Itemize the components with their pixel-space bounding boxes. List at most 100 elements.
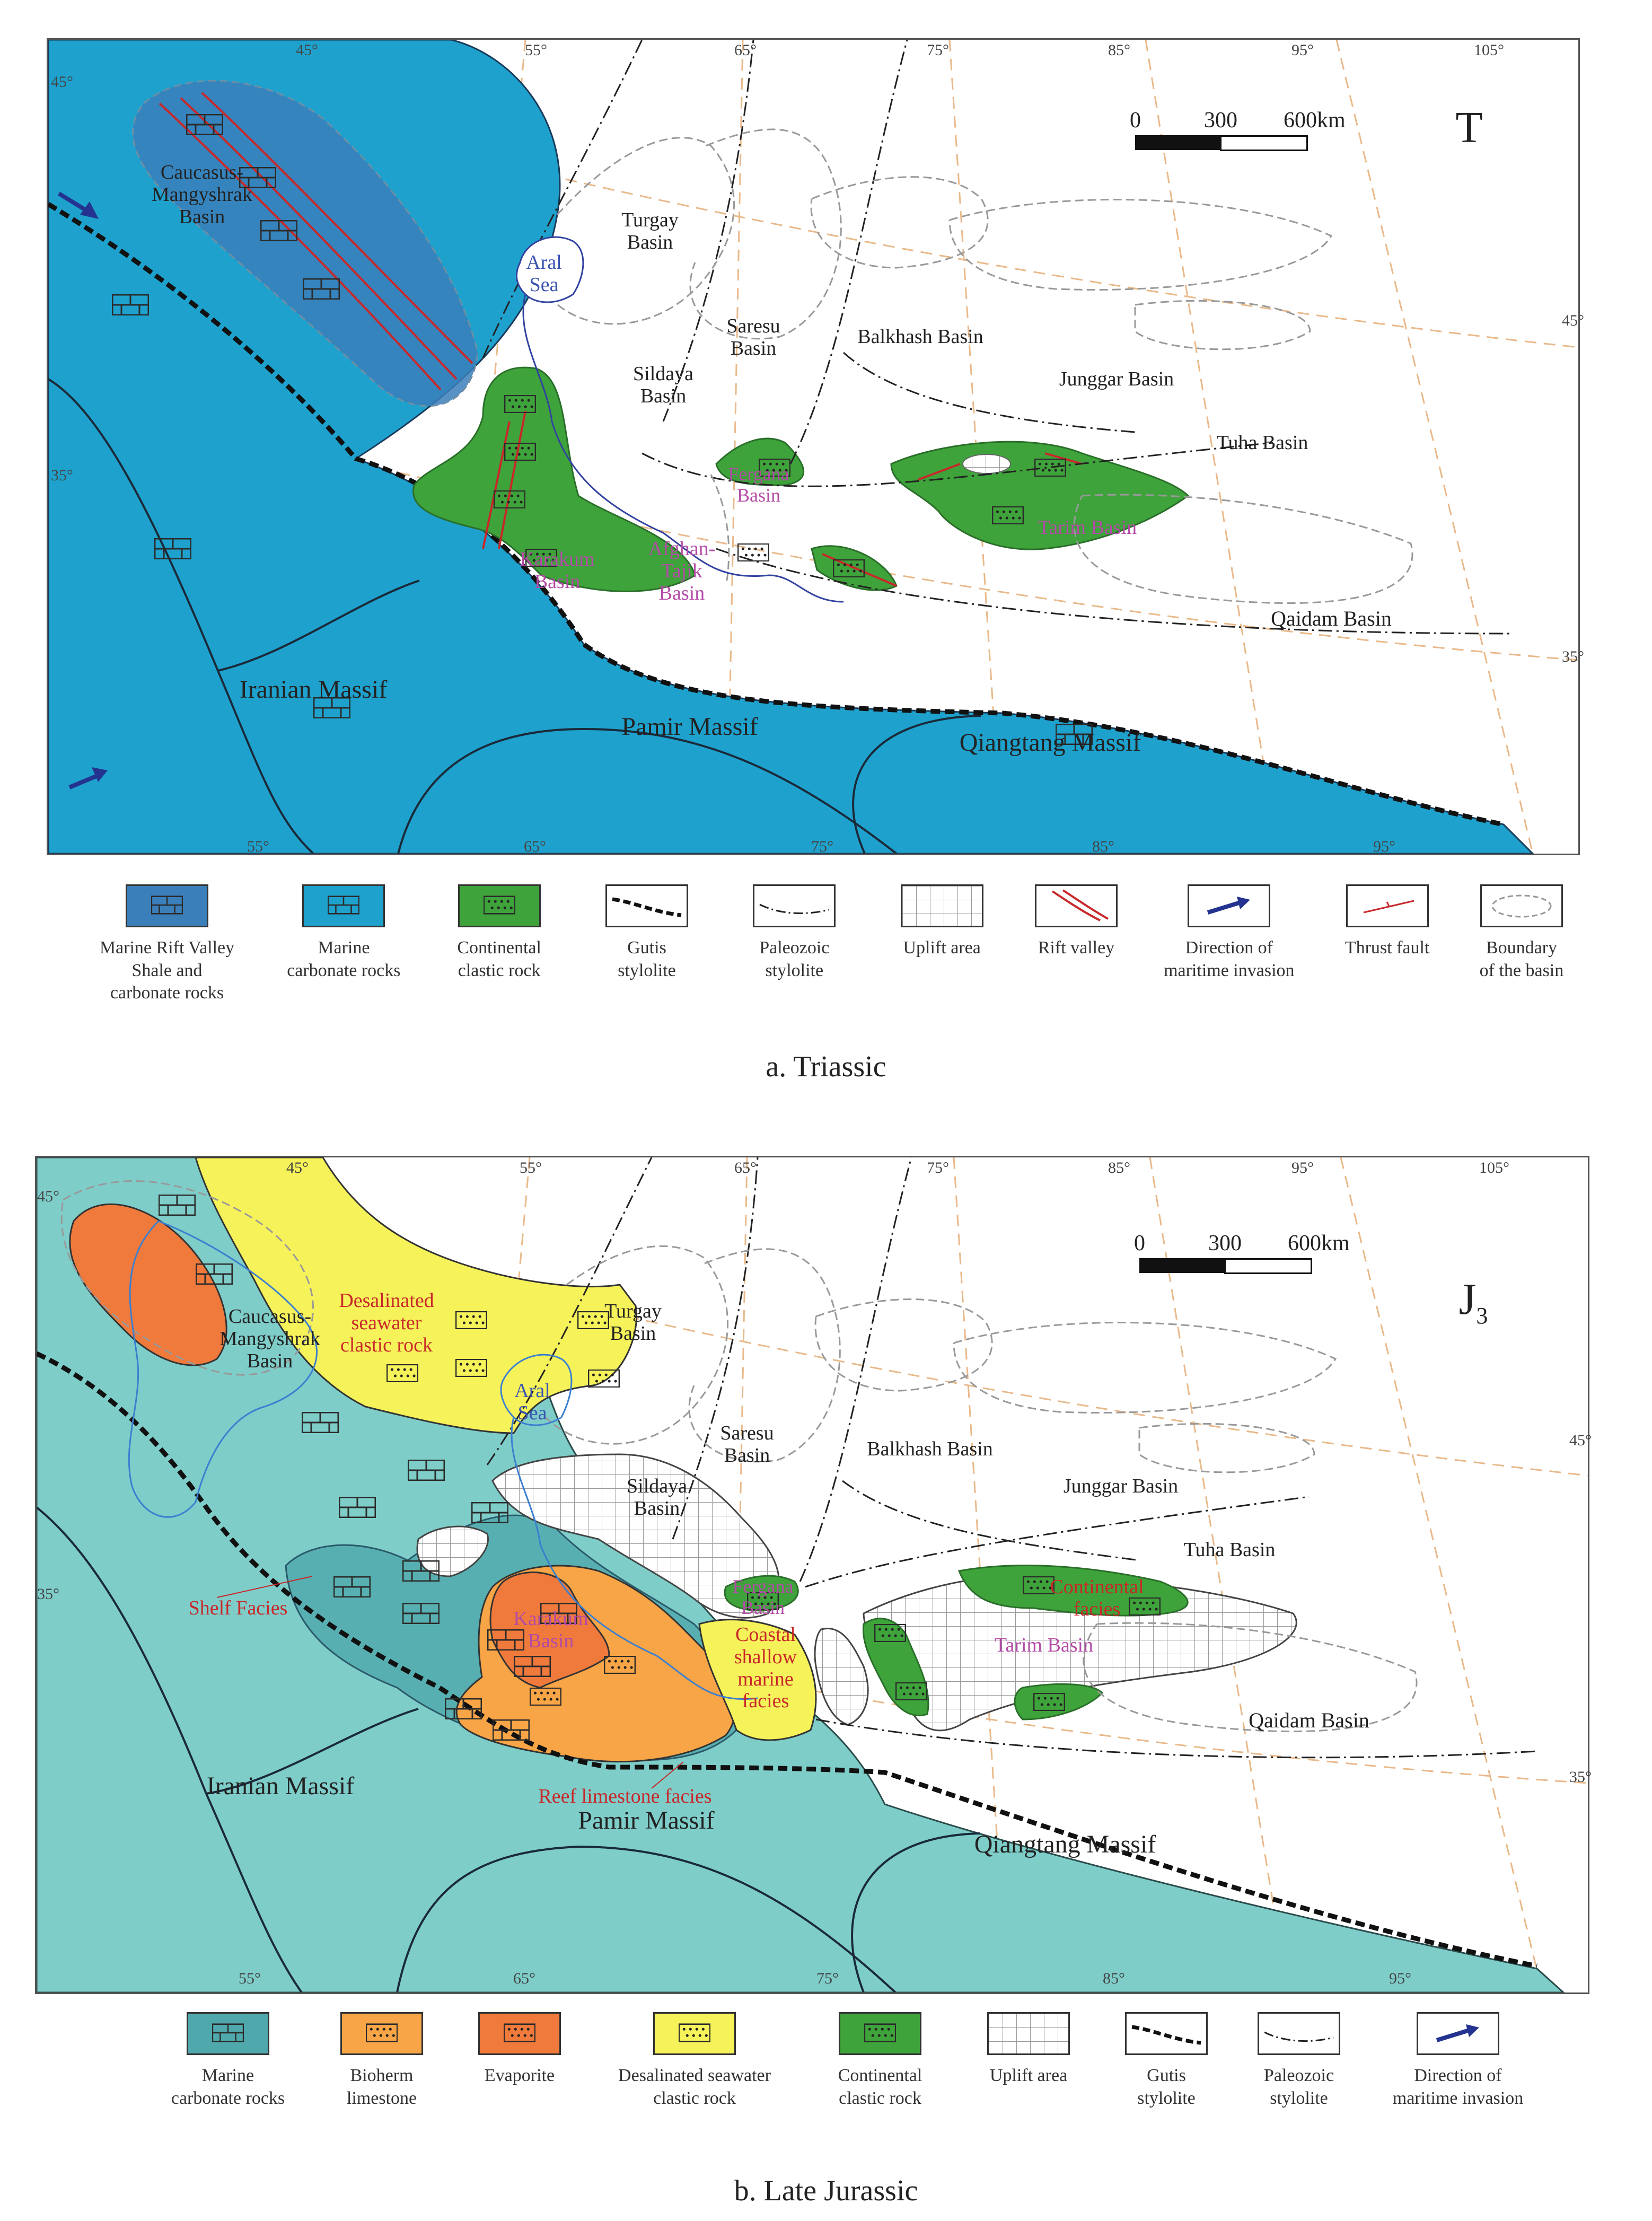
amu-darya	[511, 1417, 758, 1700]
legend-text-paleozoic: Paleozoic stylolite	[759, 938, 830, 980]
lon-bottom-85: 85°	[1092, 838, 1114, 855]
legend-item-invasion: Direction of maritime invasion	[1378, 2012, 1537, 2110]
continental-tarim-south	[1014, 1683, 1104, 1720]
legend-swatch-uplift	[900, 884, 983, 927]
label-karakum: Karakum Basin	[520, 548, 595, 593]
label-qaidam: Qaidam Basin	[1271, 607, 1392, 630]
amu-darya	[522, 294, 844, 603]
continental-tarim-north	[957, 1565, 1189, 1617]
lon-bottom-85: 85°	[1103, 1970, 1125, 1987]
rift-faults	[159, 92, 473, 391]
karakum-continental	[412, 366, 696, 592]
scale-bar	[1135, 135, 1308, 151]
lon-top-55: 55°	[520, 1159, 542, 1177]
triassic-map-graphic	[48, 40, 1578, 854]
label-sildaya: Sildaya Basin	[633, 363, 693, 407]
panel-b-late-jurassic: Caucasus- Mangyshrak Basin Desalinated s…	[0, 1108, 1652, 2221]
lon-top-65: 65°	[734, 1159, 757, 1177]
legend-item-desalinated: Desalinated seawater clastic rock	[599, 2012, 790, 2110]
legend-text-uplift: Uplift area	[903, 938, 981, 958]
legend-item-uplift: Uplift area	[970, 2012, 1087, 2110]
label-aral: Aral Sea	[514, 1380, 550, 1424]
legend-item-continental: Continental clastic rock	[816, 2012, 944, 2110]
legend-swatch-basin-boundary	[1480, 884, 1563, 927]
basin-boundaries	[60, 1180, 1418, 1732]
legend-text-continental: Continental clastic rock	[838, 2066, 922, 2108]
map-symbol-t: T	[1455, 103, 1483, 152]
label-afghan: Afghan- Tajik Basin	[648, 538, 716, 604]
rift-zone	[132, 80, 479, 407]
legend-swatch-continental	[458, 884, 541, 927]
lon-top-105: 105°	[1479, 1159, 1509, 1177]
label-balkhash: Balkhash Basin	[867, 1438, 993, 1460]
label-iranian: Iranian Massif	[206, 1772, 355, 1800]
jurassic-legend: Marine carbonate rocks Bioherm limestone…	[159, 2012, 1537, 2110]
label-pamir: Pamir Massif	[578, 1806, 715, 1834]
lon-bottom-65: 65°	[513, 1970, 535, 1987]
legend-text-thrust: Thrust fault	[1345, 938, 1430, 958]
lat-left-45: 45°	[51, 73, 73, 91]
label-desalinated: Desalinated seawater clastic rock	[339, 1289, 434, 1356]
label-aral: Aral Sea	[526, 251, 562, 296]
legend-text-rift: Marine Rift Valley Shale and carbonate r…	[99, 938, 235, 1003]
lon-bottom-55: 55°	[247, 838, 269, 855]
legend-swatch-gutis	[1125, 2012, 1208, 2055]
label-qiangtang: Qiangtang Massif	[959, 728, 1141, 757]
legend-item-paleozoic: Paleozoic stylolite	[728, 884, 860, 1005]
massif-boundaries	[48, 378, 982, 854]
lon-bottom-95: 95°	[1373, 838, 1395, 855]
lon-top-85: 85°	[1108, 41, 1130, 59]
legend-item-uplift: Uplift area	[884, 884, 1000, 1005]
label-tarim: Tarim Basin	[994, 1634, 1094, 1656]
legend-swatch-continental	[839, 2012, 921, 2055]
scale-label-600: 600km	[1284, 108, 1346, 133]
label-balkhash: Balkhash Basin	[857, 326, 983, 348]
lat-left-35: 35°	[51, 467, 73, 484]
label-tarim: Tarim Basin	[1038, 516, 1137, 539]
reef-pointer	[651, 1761, 684, 1789]
lon-bottom-95: 95°	[1389, 1970, 1411, 1987]
legend-swatch-evaporite	[478, 2012, 561, 2055]
lon-top-105: 105°	[1474, 41, 1504, 59]
label-turgay: Turgay Basin	[604, 1300, 662, 1345]
label-saresu: Saresu Basin	[720, 1422, 774, 1467]
lat-right-35: 35°	[1569, 1768, 1592, 1786]
uplift-west	[416, 1525, 489, 1577]
desalinated-area	[195, 1157, 637, 1434]
legend-text-desalinated: Desalinated seawater clastic rock	[618, 2066, 771, 2108]
gutis-stylolite	[48, 202, 1504, 827]
map-symbol-j: J	[1458, 1275, 1477, 1324]
legend-text-rift-valley: Rift valley	[1038, 938, 1115, 958]
legend-item-rift-valley: Rift valley	[1023, 884, 1129, 1005]
legend-item-paleozoic: Paleozoic stylolite	[1246, 2012, 1352, 2110]
lat-right-35: 35°	[1562, 648, 1584, 665]
shelf-pointer	[216, 1576, 313, 1598]
label-saresu: Saresu Basin	[726, 315, 780, 359]
label-caucasus: Caucasus- Mangyshrak Basin	[219, 1305, 320, 1372]
scale-label-300: 300	[1204, 108, 1237, 133]
legend-text-uplift: Uplift area	[989, 2066, 1068, 2085]
legend-text-marine-carbonate: Marine carbonate rocks	[171, 2066, 285, 2108]
map-symbol-sub: 3	[1476, 1303, 1488, 1329]
legend-item-continental: Continental clastic rock	[433, 884, 566, 1005]
basin-boundaries	[551, 128, 1413, 604]
evaporite-caucasus	[69, 1203, 227, 1366]
lat-left-35: 35°	[37, 1585, 59, 1603]
scale-label-300: 300	[1208, 1231, 1242, 1256]
massif-boundaries	[37, 1506, 981, 1992]
scale-label-600: 600km	[1288, 1231, 1350, 1256]
legend-swatch-marine-carbonate	[187, 2012, 269, 2055]
legend-item-gutis: Gutis stylolite	[588, 884, 705, 1005]
lat-left-45: 45°	[37, 1188, 59, 1205]
label-tuha: Tuha Basin	[1216, 432, 1308, 454]
label-junggar: Junggar Basin	[1063, 1475, 1179, 1497]
tarim-uplift	[962, 454, 1011, 474]
label-karakum: Karakum Basin	[513, 1608, 588, 1652]
label-turgay: Turgay Basin	[621, 209, 679, 253]
legend-swatch-paleozoic	[753, 884, 836, 927]
legend-swatch-rift	[126, 884, 208, 927]
lat-right-45: 45°	[1569, 1432, 1592, 1449]
legend-swatch-invasion	[1188, 884, 1271, 927]
legend-text-invasion: Direction of maritime invasion	[1392, 2066, 1524, 2108]
paleozoic-stylolite	[482, 40, 1512, 635]
